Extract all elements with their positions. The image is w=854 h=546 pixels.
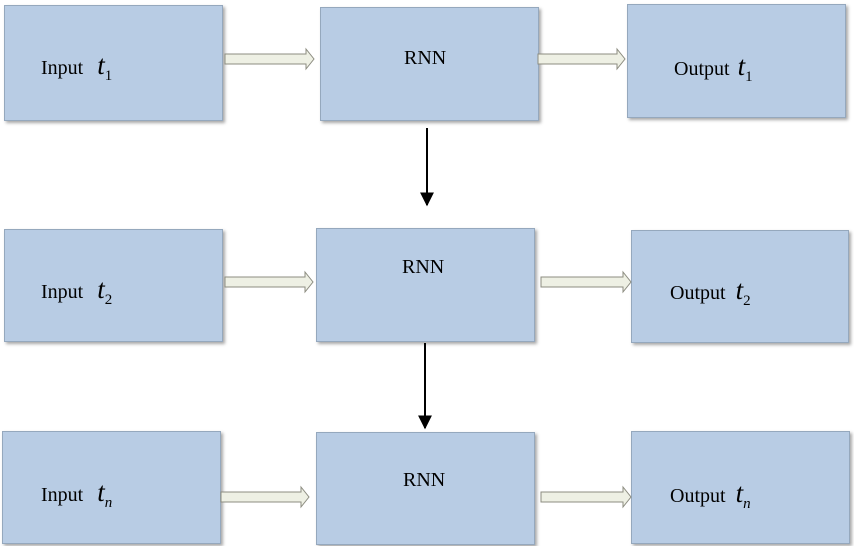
arrow-input-to-rnn-3 [220,485,310,509]
arrow-input-to-rnn-1 [224,47,315,71]
arrow-rnn-to-output-2 [540,270,632,294]
rnn-label-1: RNN [404,47,447,69]
time-variable-1: t1 [97,50,113,84]
rnn-box-2: RNN [316,228,535,342]
time-variable-n: tn [97,477,113,511]
time-variable-2: t2 [97,274,113,308]
output-time-variable-n: tn [735,478,751,512]
rnn-box-3: RNN [316,432,535,545]
arrow-rnn-to-output-1 [537,47,626,71]
arrow-rnn-to-output-3 [540,485,632,509]
rnn-label-2: RNN [402,256,445,278]
output-time-variable-1: t1 [737,51,753,85]
arrow-input-to-rnn-2 [224,270,314,294]
rnn-label-3: RNN [403,469,446,491]
output-time-variable-2: t2 [735,275,751,309]
